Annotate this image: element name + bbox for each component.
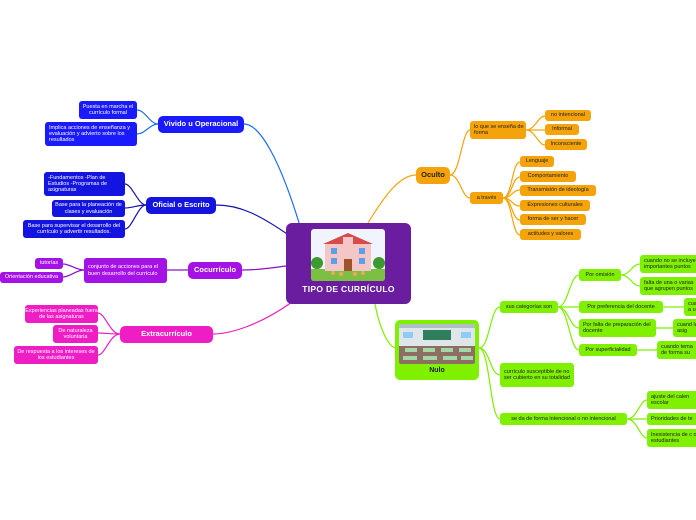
nulo-cat-superficialidad[interactable]: Por superficialidad bbox=[579, 344, 637, 356]
oculto-traves[interactable]: a través bbox=[470, 192, 503, 204]
link-cocurricular bbox=[241, 265, 287, 271]
oculto-forma-item-3[interactable]: Inconsciente bbox=[545, 139, 587, 150]
link-oficial-3 bbox=[124, 204, 147, 230]
nulo-intencional-item-2[interactable]: Prioridades de te bbox=[647, 413, 696, 425]
nulo-omision-item-2[interactable]: falta de una o varias que agrupen puntos bbox=[640, 277, 696, 295]
nulo-superficial-item[interactable]: cuando tema de forma su bbox=[657, 341, 696, 359]
nulo-intencional-item-1[interactable]: ajuste del calen escolar bbox=[647, 391, 696, 409]
link-vivido bbox=[243, 123, 301, 227]
oculto-node[interactable]: Oculto bbox=[416, 167, 450, 184]
link-cocurricular-2 bbox=[62, 269, 85, 278]
extracurricular-item-1[interactable]: Experiencias planeadas fuera de las asig… bbox=[25, 305, 98, 323]
link-extracurricular bbox=[212, 301, 293, 335]
oficial-node[interactable]: Oficial o Escrito bbox=[146, 197, 216, 214]
cocurricular-desc[interactable]: conjunto de acciones para el buen desarr… bbox=[84, 258, 167, 283]
nulo-categorias[interactable]: sus categorías son bbox=[500, 301, 558, 313]
nulo-preferencia-item[interactable]: cua a u bbox=[684, 298, 696, 316]
link-vivido-1 bbox=[136, 109, 159, 125]
classroom-photo bbox=[399, 324, 475, 364]
nulo-cat-preferencia[interactable]: Por preferencia del docente bbox=[579, 301, 663, 313]
extracurricular-node[interactable]: Extracurrículo bbox=[120, 326, 213, 343]
cocurricular-item-1[interactable]: tutorías bbox=[35, 258, 63, 269]
oculto-forma-item-2[interactable]: Informal bbox=[545, 124, 579, 135]
oculto-traves-item-5[interactable]: forma de ser y hacer bbox=[520, 214, 586, 225]
link-extra-3 bbox=[97, 333, 121, 356]
extracurricular-item-3[interactable]: De respuesta a los intereses de los estu… bbox=[14, 346, 98, 364]
nulo-cat-omision[interactable]: Por omisión bbox=[579, 269, 621, 281]
link-oculto bbox=[367, 174, 417, 224]
nulo-title: Nulo bbox=[429, 367, 445, 374]
oculto-traves-item-6[interactable]: actitudes y valores bbox=[520, 229, 581, 240]
nulo-intencional[interactable]: se da de forma intencional o no intencio… bbox=[500, 413, 627, 425]
cocurricular-item-2[interactable]: Orientación educativa bbox=[0, 272, 63, 283]
vivido-node[interactable]: Vivido u Operacional bbox=[158, 116, 244, 133]
nulo-omision-item-1[interactable]: cuando no se incluyen importantes puntos bbox=[640, 255, 696, 273]
nulo-intencional-item-3[interactable]: Inexistencia de c o estudiantes bbox=[647, 429, 696, 447]
oculto-forma-item-1[interactable]: no intencional bbox=[545, 110, 591, 121]
oculto-traves-item-3[interactable]: Transmisión de ideología bbox=[520, 185, 596, 196]
link-vivido-2 bbox=[136, 123, 159, 135]
link-oficial bbox=[215, 204, 291, 237]
school-illustration bbox=[311, 229, 385, 281]
link-oculto-traves bbox=[449, 174, 471, 199]
oculto-forma[interactable]: lo que se enseña de forma bbox=[470, 121, 526, 139]
link-oficial-1 bbox=[124, 183, 147, 206]
oculto-traves-item-4[interactable]: Expresiones culturales bbox=[520, 200, 590, 211]
nulo-susceptible[interactable]: currículo susceptible de no ser cubierto… bbox=[500, 363, 574, 387]
oficial-item-3[interactable]: Base para supervisar el desarrollo del c… bbox=[23, 220, 125, 238]
oculto-traves-item-2[interactable]: Comportamiento bbox=[520, 171, 576, 182]
nulo-falta-item[interactable]: cuand la asig bbox=[673, 319, 696, 337]
cocurricular-node[interactable]: Cocurrículo bbox=[188, 262, 242, 279]
link-nulo bbox=[374, 303, 396, 349]
extracurricular-item-2[interactable]: De naturaleza voluntaria bbox=[53, 325, 98, 343]
oculto-traves-item-1[interactable]: Lenguaje bbox=[520, 156, 554, 167]
vivido-item-1[interactable]: Puesta en marcha el currículo formal bbox=[79, 101, 137, 119]
central-topic-title: TIPO DE CURRÍCULO bbox=[302, 284, 395, 294]
oficial-item-2[interactable]: Base para la planeación de clases y eval… bbox=[52, 200, 125, 217]
nulo-cat-falta[interactable]: Por falta de preparación del docente bbox=[579, 319, 656, 337]
vivido-item-2[interactable]: Implica acciones de enseñanza y evaluaci… bbox=[45, 122, 137, 146]
link-oculto-forma bbox=[449, 129, 471, 176]
link-extra-1 bbox=[97, 312, 121, 335]
link-cocurricular-1 bbox=[62, 263, 85, 271]
oficial-item-1[interactable]: -Fundamentos -Plan de Estudios -Programa… bbox=[44, 172, 125, 196]
